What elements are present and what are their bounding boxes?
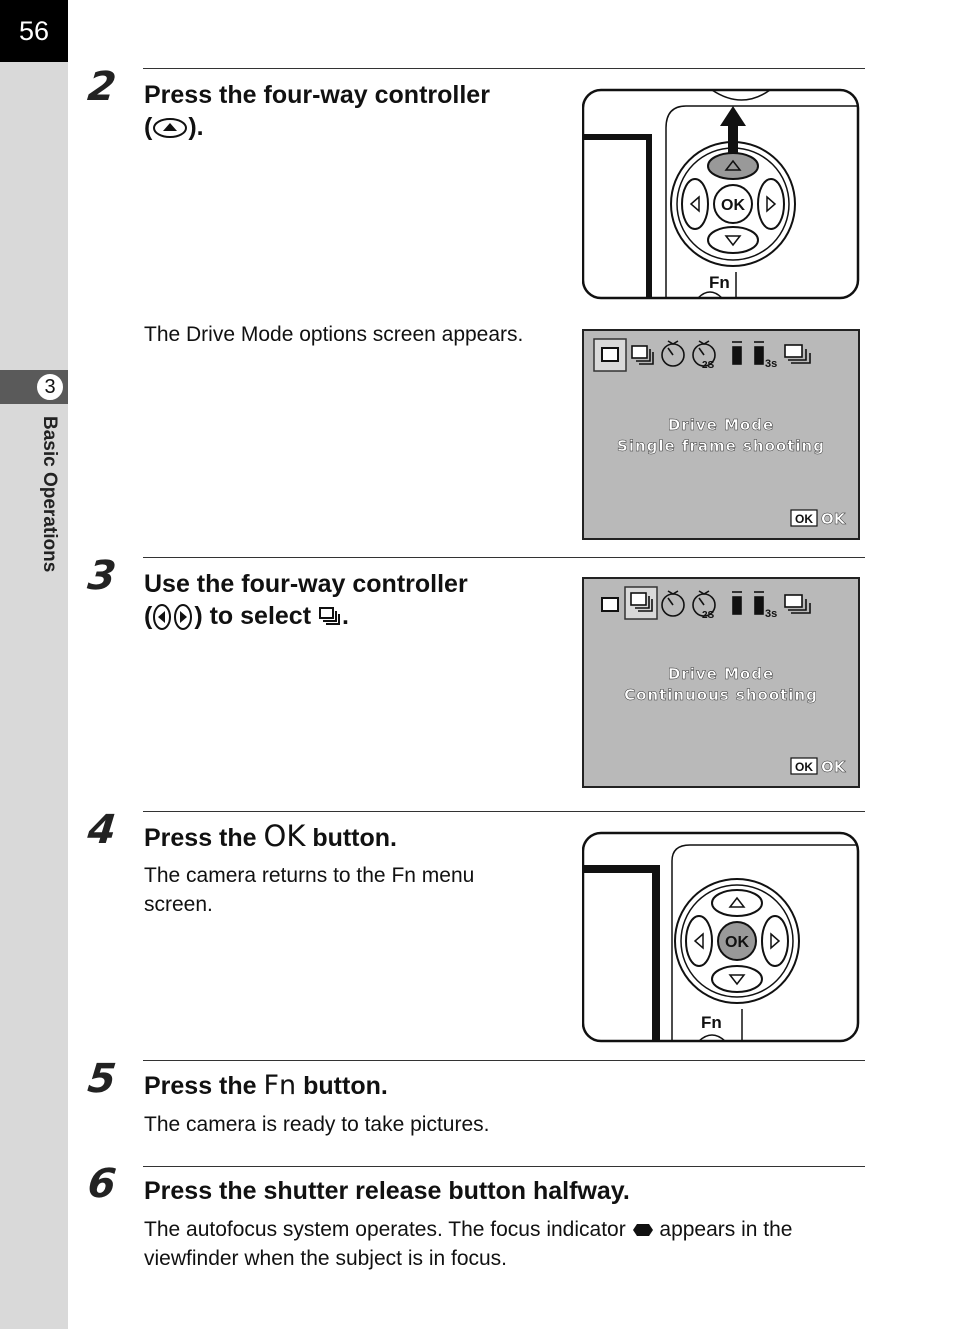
four-way-up-icon <box>153 118 188 139</box>
ok-button-symbol: OK <box>263 819 306 853</box>
body-text: appears in the viewfinder when the subje… <box>144 1218 793 1270</box>
sidebar <box>0 0 68 1329</box>
heading-text: Press the <box>144 824 257 852</box>
drive-icons-row: 2S 3s <box>593 338 811 372</box>
fn-label: Fn <box>701 1013 722 1032</box>
drive-mode-screen-single: 2S 3s Drive Mode Single frame shooting O… <box>582 329 860 540</box>
step-note: The Drive Mode options screen appears. <box>144 323 524 346</box>
screen-title: Drive Mode <box>668 416 774 434</box>
self-timer-2s-icon <box>692 340 716 367</box>
ok-icon: OK <box>795 512 813 526</box>
step-divider <box>143 68 865 69</box>
ok-label: OK <box>821 510 847 528</box>
heading-text: . <box>341 602 349 630</box>
body-text: The autofocus system operates. The focus… <box>144 1218 626 1241</box>
step-number: 5 <box>85 1056 119 1102</box>
screen-subtitle: Single frame shooting <box>617 437 825 455</box>
chapter-number: 3 <box>35 372 65 402</box>
drive-icons-row: 2S 3s <box>601 586 811 621</box>
step-heading: Use the four-way controller ( ) to selec… <box>144 570 468 631</box>
fn-label: Fn <box>709 273 730 292</box>
continuous-icon <box>318 607 340 626</box>
ok-label: OK <box>821 758 847 776</box>
camera-controller-illustration: OK Fn <box>582 88 860 300</box>
step-number: 3 <box>85 553 119 599</box>
remote-3s-label: 3s <box>765 608 777 620</box>
heading-text: Use the four-way controller <box>144 570 468 598</box>
continuous-icon <box>630 592 653 612</box>
four-way-left-right-icon <box>153 604 193 631</box>
self-timer-icon <box>661 590 685 617</box>
step-divider <box>143 1166 865 1167</box>
focus-indicator-icon <box>632 1224 653 1237</box>
step-divider <box>143 1060 865 1061</box>
screen-title: Drive Mode <box>668 665 774 683</box>
screen-subtitle: Continuous shooting <box>624 686 818 704</box>
step-body: The camera returns to the Fn menu screen… <box>144 864 475 916</box>
step-number: 6 <box>85 1161 119 1207</box>
ok-label: OK <box>725 934 749 951</box>
step-heading: Press the four-way controller ( ). <box>144 81 490 141</box>
continuous-icon <box>631 345 654 365</box>
remote-3s-icon <box>754 341 764 365</box>
step-divider <box>143 811 865 812</box>
remote-3s-label: 3s <box>765 358 777 370</box>
page-number: 56 <box>0 0 68 62</box>
auto-bracket-icon <box>784 344 811 364</box>
heading-text: Press the four-way controller <box>144 81 490 109</box>
timer-2s-label: 2S <box>702 360 715 371</box>
step-heading: Press the Fn button. <box>144 1070 388 1102</box>
step-body: The autofocus system operates. The focus… <box>144 1215 856 1273</box>
remote-3s-icon <box>754 591 764 615</box>
camera-ok-illustration: OK Fn <box>582 831 860 1043</box>
auto-bracket-icon <box>784 594 811 614</box>
step-number: 4 <box>85 807 119 853</box>
remote-icon <box>732 591 742 615</box>
self-timer-icon <box>661 340 685 367</box>
heading-text: button. <box>303 1072 388 1100</box>
step-divider <box>143 557 865 558</box>
step-body: The camera is ready to take pictures. <box>144 1113 490 1136</box>
fn-button-symbol: Fn <box>263 1070 297 1101</box>
heading-text: ) to select <box>194 602 312 630</box>
step-number: 2 <box>85 64 119 110</box>
step-heading: Press the shutter release button halfway… <box>144 1177 630 1205</box>
heading-text: Press the <box>144 1072 257 1100</box>
step-heading: Press the OK button. <box>144 820 397 854</box>
heading-text: ). <box>188 113 204 141</box>
heading-text: button. <box>312 824 397 852</box>
drive-mode-screen-continuous: 2S 3s Drive Mode Continuous shooting OK … <box>582 577 860 788</box>
single-frame-icon <box>601 597 619 612</box>
self-timer-2s-icon <box>692 590 716 617</box>
chapter-title: Basic Operations <box>39 416 60 573</box>
ok-icon: OK <box>795 760 813 774</box>
single-frame-icon <box>601 347 619 362</box>
ok-label: OK <box>721 197 745 214</box>
remote-icon <box>732 341 742 365</box>
timer-2s-label: 2S <box>702 610 715 621</box>
